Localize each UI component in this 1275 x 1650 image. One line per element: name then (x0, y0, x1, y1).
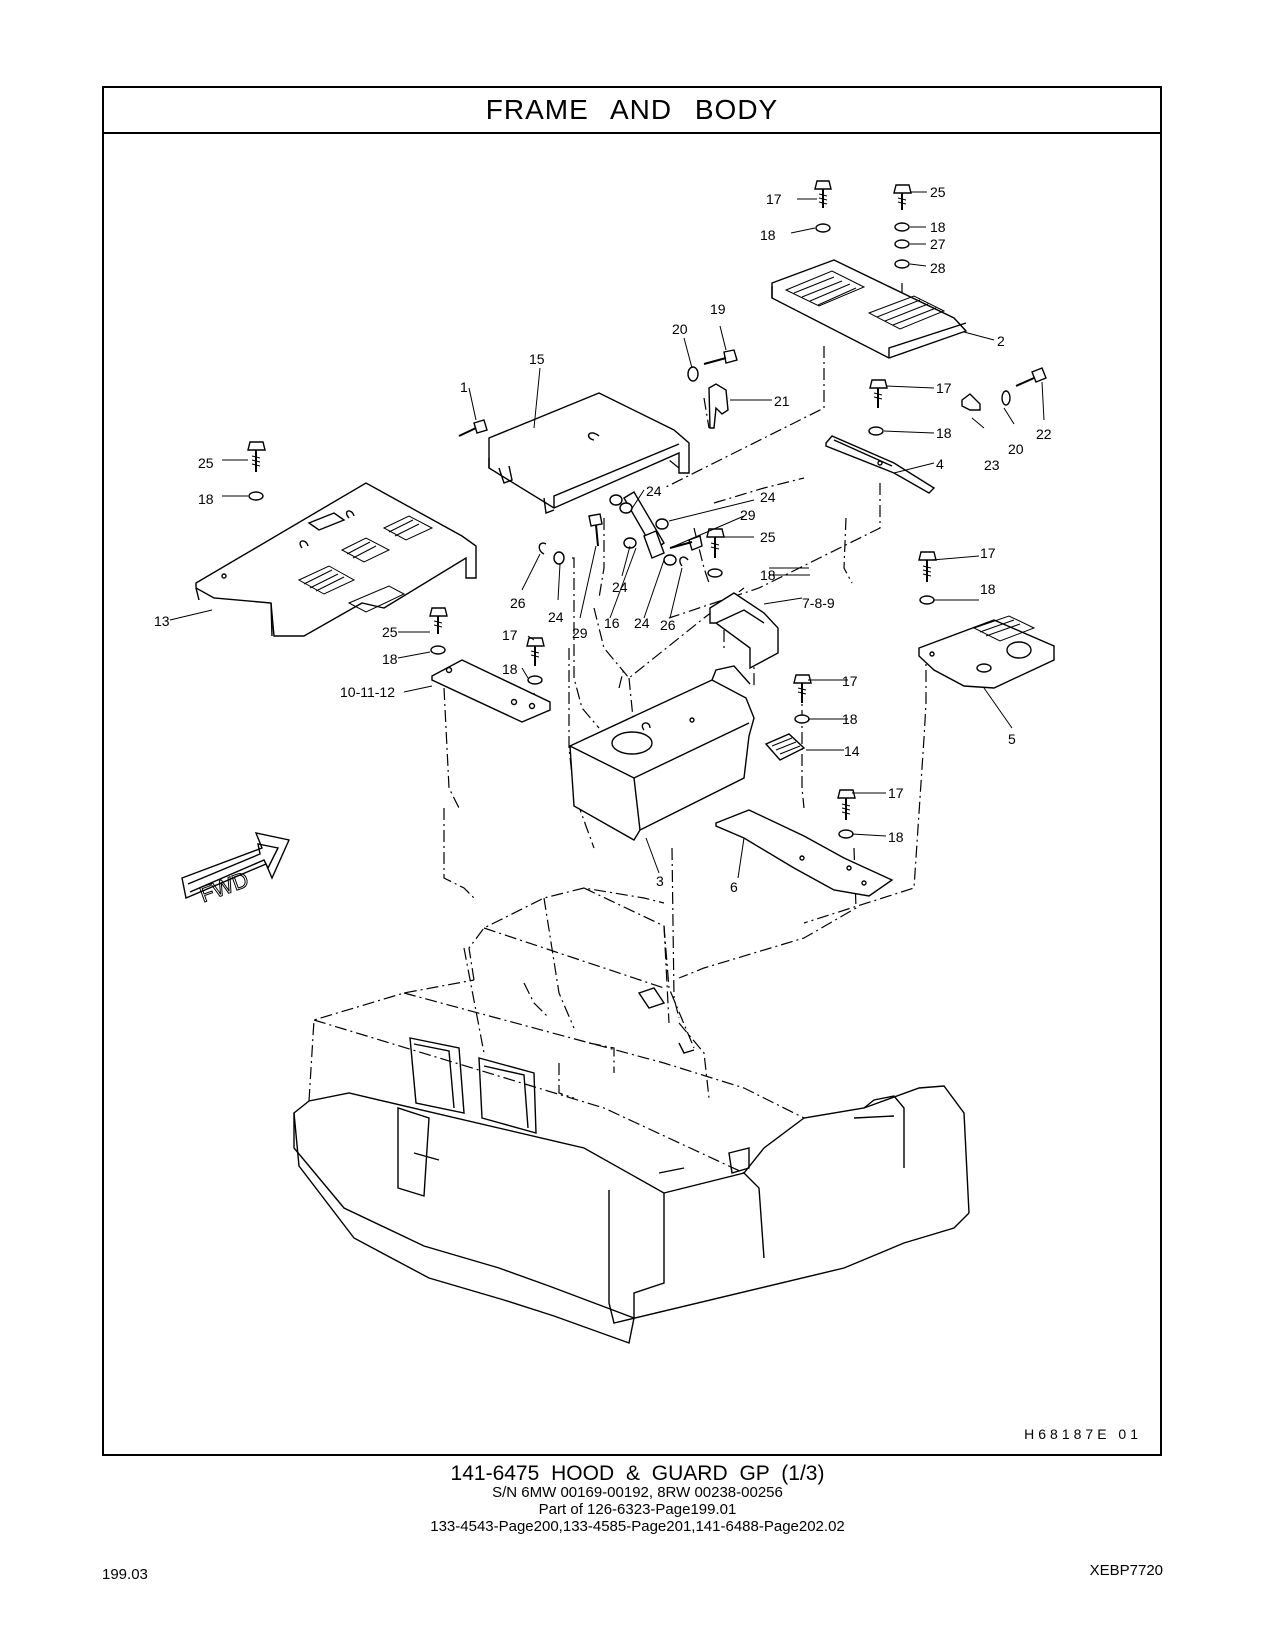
exploded-parts-drawing: FWD (154, 180, 1055, 1344)
bolt-22 (1015, 367, 1047, 387)
bolt-25-top (893, 184, 912, 210)
callout-17: 17 (842, 673, 858, 689)
document-id: XEBP7720 (1089, 1562, 1163, 1579)
bolt-25-left (247, 441, 266, 472)
callout-18: 18 (760, 227, 776, 243)
page-title: FRAME AND BODY (485, 94, 779, 125)
bolt-29b (669, 535, 703, 551)
callout-20: 20 (672, 321, 688, 337)
callout-3: 3 (656, 873, 664, 889)
fwd-arrow-icon: FWD (181, 832, 290, 908)
explode-guide-lines (443, 283, 927, 1019)
part-6-bar-plate (715, 809, 894, 897)
washers (248, 222, 1011, 839)
callout-17: 17 (936, 380, 952, 396)
part-4-bracket (825, 435, 936, 494)
callout-17: 17 (888, 785, 904, 801)
callout-4: 4 (936, 456, 944, 472)
callout-24: 24 (634, 615, 650, 631)
callout-27: 27 (930, 236, 946, 252)
callout-20: 20 (1008, 441, 1024, 457)
callout-18: 18 (502, 661, 518, 677)
callout-18: 18 (888, 829, 904, 845)
bolt-17-right2 (918, 551, 937, 582)
bolt-29 (588, 513, 603, 547)
caption-part-of: Part of 126-6323-Page199.01 (538, 1501, 737, 1518)
callout-18: 18 (198, 491, 214, 507)
callout-29: 29 (572, 625, 588, 641)
callout-24: 24 (612, 579, 628, 595)
bolt-17-right (869, 379, 888, 408)
part-15-cover (488, 392, 690, 514)
callout-leaders (169, 191, 1045, 879)
bolt-17-plate (526, 637, 545, 666)
part-2-grille-plate (771, 259, 968, 359)
callout-1: 1 (460, 379, 468, 395)
bolt-17-top (814, 180, 832, 208)
bolt-19 (703, 349, 738, 365)
callout-24: 24 (760, 489, 776, 505)
caption-main: 141-6475 HOOD & GUARD GP (1/3) (450, 1462, 825, 1485)
callout-19: 19 (710, 301, 726, 317)
callout-14: 14 (844, 743, 860, 759)
callout-17: 17 (502, 627, 518, 643)
page-number: 199.03 (102, 1566, 148, 1583)
caption-serial: S/N 6MW 00169-00192, 8RW 00238-00256 (492, 1484, 783, 1501)
callout-22: 22 (1036, 426, 1052, 442)
fwd-label: FWD (196, 867, 252, 908)
callout-17: 17 (980, 545, 996, 561)
callout-5: 5 (1008, 731, 1016, 747)
diagram-frame: FRAME AND BODY (102, 86, 1162, 1456)
callout-labels: 17 25 18 18 27 28 2 19 20 15 1 21 17 18 … (154, 184, 1052, 895)
bolt-17-lower (837, 789, 856, 820)
callout-24: 24 (548, 609, 564, 625)
callout-17: 17 (766, 191, 782, 207)
callout-18: 18 (382, 651, 398, 667)
bolt-25-plate (429, 607, 448, 634)
callout-25: 25 (760, 529, 776, 545)
callout-21: 21 (774, 393, 790, 409)
callout-16: 16 (604, 615, 620, 631)
caption-refs: 133-4543-Page200,133-4585-Page201,141-64… (430, 1518, 845, 1535)
callout-25: 25 (198, 455, 214, 471)
callout-25: 25 (382, 624, 398, 640)
machine-base-frame (293, 887, 970, 1344)
part-14-grille (764, 733, 806, 761)
callout-25: 25 (930, 184, 946, 200)
bolts (247, 180, 1047, 820)
callout-28: 28 (930, 260, 946, 276)
part-13-hood (195, 482, 477, 637)
drawing-code: H68187E 01 (1024, 1426, 1142, 1442)
callout-2: 2 (997, 333, 1005, 349)
part-3-housing (569, 665, 755, 841)
callout-18: 18 (980, 581, 996, 597)
callout-7-8-9: 7-8-9 (802, 595, 835, 611)
callout-23: 23 (984, 457, 1000, 473)
callout-26: 26 (510, 595, 526, 611)
part-23-bracket (961, 393, 981, 411)
part-10-11-12-plate (431, 659, 551, 723)
callout-26: 26 (660, 617, 676, 633)
bolt-1 (458, 419, 488, 437)
callout-18: 18 (936, 425, 952, 441)
callout-18: 18 (760, 567, 776, 583)
title-bar: FRAME AND BODY (104, 88, 1160, 134)
callout-6: 6 (730, 879, 738, 895)
callout-24: 24 (646, 483, 662, 499)
bolt-25-mid (706, 528, 725, 558)
part-5-cover-plate (918, 615, 1055, 689)
callout-29: 29 (740, 507, 756, 523)
part-16-link (623, 491, 665, 559)
bolt-17-mid (793, 674, 812, 703)
part-21-latch (708, 383, 729, 429)
callout-10-11-12: 10-11-12 (340, 684, 395, 700)
callout-18: 18 (842, 711, 858, 727)
callout-13: 13 (154, 613, 170, 629)
callout-15: 15 (529, 351, 545, 367)
part-7-8-9-cover (709, 592, 779, 670)
callout-18: 18 (930, 219, 946, 235)
